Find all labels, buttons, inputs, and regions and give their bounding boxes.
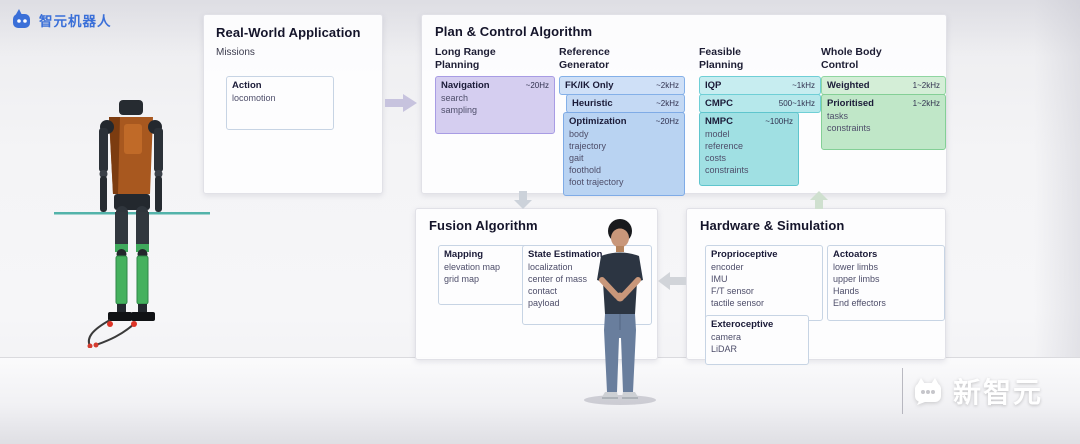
box-rate: 1~2kHz [912,99,940,108]
agibot-logo-icon [13,9,30,28]
watermark: 新智元 [902,368,1043,414]
navigation-box: Navigation ~20Hz search sampling [435,76,555,134]
box-item: Hands [833,285,860,296]
real-world-application-panel: Real-World Application Missions Action l… [203,14,383,194]
logo-text: 智元机器人 [39,13,112,29]
box-item: constraints [705,164,749,175]
box-rate: ~2kHz [656,81,679,90]
proprioceptive-box: Proprioceptive encoder IMU F/T sensor ta… [705,245,823,321]
actuators-box: Actoators lower limbs upper limbs Hands … [827,245,945,321]
box-title: Navigation [441,80,490,91]
box-item: upper limbs [833,273,880,284]
box-title: FK/IK Only [565,80,614,91]
box-title: CMPC [705,98,733,109]
box-rate: ~2kHz [656,99,679,108]
action-box: Action locomotion [226,76,334,130]
box-item: sampling [441,104,478,115]
iqp-box: IQP ~1kHz [699,76,821,95]
box-title: IQP [705,80,722,91]
box-item: End effectors [833,297,886,308]
cmpc-box: CMPC 500~1kHz [699,94,821,113]
mapping-box: Mapping elevation map grid map [438,245,530,305]
box-item: foothold [569,164,602,175]
box-rate: ~20Hz [525,81,549,90]
box-item: lower limbs [833,262,879,272]
box-title: Exteroceptive [711,319,774,330]
box-title: Actoators [833,249,878,260]
heading-whole-body-control: Whole Body Control [821,46,882,72]
box-title: Optimization [569,116,627,127]
box-item: center of mass [528,273,588,284]
action-item: locomotion [232,93,276,103]
box-title: State Estimation [528,249,603,260]
presenter-person [584,219,656,405]
box-item: F/T sensor [711,285,754,296]
optimization-box: Optimization ~20Hz body trajectory gait … [563,112,685,196]
exteroceptive-box: Exteroceptive camera LiDAR [705,315,809,365]
box-item: localization [528,262,573,272]
box-item: search [441,93,469,103]
box-item: foot trajectory [569,176,624,187]
watermark-text: 新智元 [953,377,1044,408]
box-rate: ~1kHz [792,81,815,90]
heuristic-box: Heuristic ~2kHz [566,94,685,113]
box-item: tactile sensor [711,297,765,308]
plan-control-panel-title: Plan & Control Algorithm [435,24,593,39]
box-item: gait [569,152,584,163]
box-item: contact [528,285,558,296]
box-item: payload [528,297,560,308]
stage-floor [0,357,1080,444]
box-item: IMU [711,273,728,284]
arrow-hardware-to-fusion [658,272,686,290]
box-item: trajectory [569,140,607,151]
box-title: Mapping [444,249,484,260]
nmpc-box: NMPC ~100Hz model reference costs constr… [699,112,799,186]
box-title: Prioritised [827,98,874,109]
real-world-panel-title: Real-World Application [216,25,361,40]
arrow-hardware-to-plan [810,191,828,209]
box-item: costs [705,152,727,163]
fusion-panel-title: Fusion Algorithm [429,218,538,233]
box-item: elevation map [444,262,501,272]
arrow-plan-to-fusion [514,191,532,209]
fkik-only-box: FK/IK Only ~2kHz [559,76,685,95]
box-item: camera [711,332,742,342]
weighted-box: Weighted 1~2kHz [821,76,946,95]
box-item: LiDAR [711,343,738,354]
box-item: constraints [827,122,871,133]
box-rate: 500~1kHz [778,99,815,108]
wall-right-shading [1034,0,1080,370]
heading-reference-generator: Reference Generator [559,46,610,72]
heading-long-range-planning: Long Range Planning [435,46,496,72]
watermark-cat-icon [915,377,941,405]
box-item: encoder [711,262,744,272]
watermark-divider [902,368,903,414]
action-box-title: Action [232,80,262,91]
box-rate: 1~2kHz [912,81,940,90]
box-item: body [569,129,589,139]
box-item: grid map [444,273,480,284]
plan-control-panel: Plan & Control Algorithm Long Range Plan… [421,14,947,196]
hardware-simulation-panel: Hardware & Simulation Proprioceptive enc… [686,208,946,365]
robot-simulation-figure [54,100,210,348]
box-item: reference [705,140,744,151]
box-item: model [705,129,730,139]
missions-label: Missions [216,47,255,58]
prioritised-box: Prioritised 1~2kHz tasks constraints [821,94,946,150]
box-title: Heuristic [572,98,613,109]
box-rate: ~20Hz [655,117,679,126]
box-item: tasks [827,111,849,121]
hardware-panel-title: Hardware & Simulation [700,218,845,233]
box-title: NMPC [705,116,733,127]
box-title: Weighted [827,80,870,91]
agibot-logo: 智元机器人 [10,8,112,31]
heading-feasible-planning: Feasible Planning [699,46,744,72]
box-rate: ~100Hz [765,117,793,126]
arrow-application-to-plan [385,94,417,112]
box-title: Proprioceptive [711,249,778,260]
